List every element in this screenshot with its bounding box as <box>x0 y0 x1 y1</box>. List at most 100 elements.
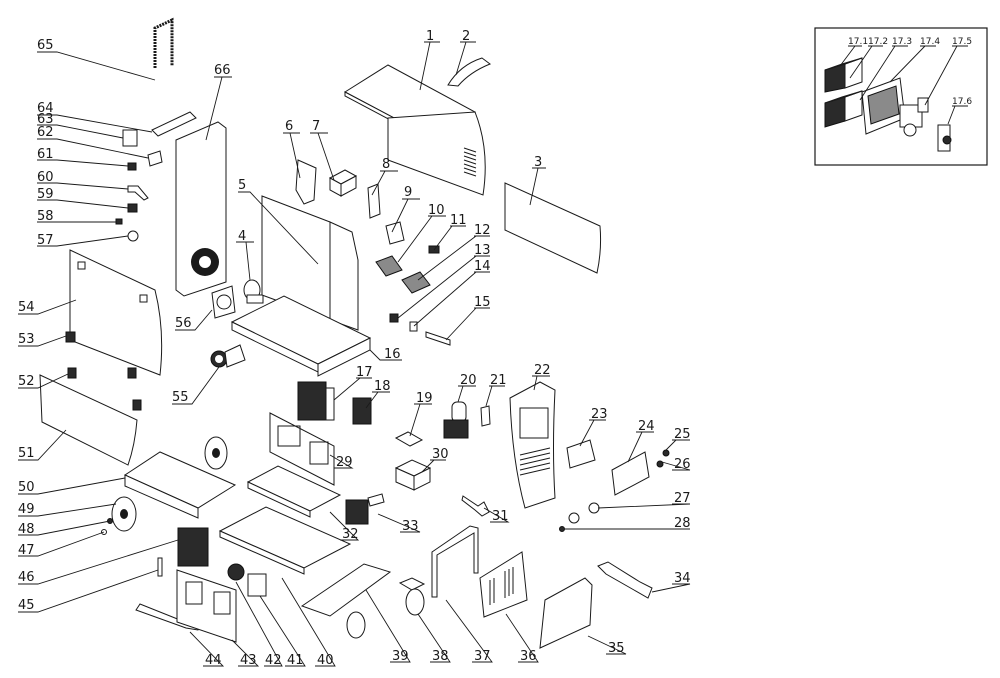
part-label: 7 <box>312 119 320 134</box>
wheel-49 <box>111 496 137 532</box>
part-label: 43 <box>240 653 257 668</box>
chain-bracket <box>151 111 197 137</box>
rear-plate <box>176 569 237 643</box>
part-labels: 65 64 63 62 61 60 59 58 57 66 54 53 52 5… <box>18 29 691 668</box>
part-label: 59 <box>37 187 54 202</box>
part-label: 55 <box>172 390 189 405</box>
inset-label: 17.3 <box>892 37 912 47</box>
middle-partition <box>261 195 359 331</box>
bracket-6 <box>295 159 317 205</box>
part-label: 63 <box>37 112 54 127</box>
latch-52b <box>127 367 137 379</box>
part-label: 19 <box>416 391 433 406</box>
part-label: 29 <box>336 455 353 470</box>
part-label: 57 <box>37 233 54 248</box>
spool-holder <box>210 344 246 368</box>
inset-plate <box>937 124 952 152</box>
bracket-clip <box>147 150 163 167</box>
part-label: 35 <box>608 641 625 656</box>
part-label: 41 <box>287 653 304 668</box>
fan-42 <box>227 563 245 581</box>
heatsink <box>177 527 209 567</box>
box-30 <box>394 459 432 491</box>
part-label: 15 <box>474 295 491 310</box>
part-label: 54 <box>18 300 35 315</box>
part-label: 28 <box>674 516 691 531</box>
part-label: 36 <box>520 649 537 664</box>
knob-26 <box>656 460 664 468</box>
gas-inlet <box>127 185 149 201</box>
part-label: 65 <box>37 38 54 53</box>
front-panel <box>509 381 556 509</box>
inset-relay <box>899 97 929 137</box>
front-bezel <box>539 577 593 649</box>
clip <box>127 162 137 171</box>
terminal-block <box>247 573 267 597</box>
connector-59 <box>127 203 138 213</box>
part-label: 31 <box>492 509 509 524</box>
inset-label: 17.1 <box>848 37 868 47</box>
frame-bracket <box>431 525 479 598</box>
side-panel-right <box>504 182 602 274</box>
main-transformer <box>297 381 335 421</box>
fan-guard <box>211 285 236 319</box>
tray <box>246 465 342 518</box>
part-label: 24 <box>638 419 655 434</box>
socket-28 <box>559 526 565 532</box>
cover-plate <box>394 431 424 447</box>
part-label: 18 <box>374 379 391 394</box>
part-label: 32 <box>342 527 359 542</box>
part-label: 33 <box>402 519 419 534</box>
handle <box>447 57 492 87</box>
part-label: 5 <box>238 178 246 193</box>
inset-heatsinks <box>824 57 863 128</box>
part-label: 45 <box>18 598 35 613</box>
caster-wheel <box>398 577 426 616</box>
switch-13 <box>389 313 399 323</box>
transformer-small <box>328 169 358 197</box>
part-label: 4 <box>238 229 246 244</box>
knob-25 <box>662 449 670 457</box>
part-label: 37 <box>474 649 491 664</box>
fan-motor <box>243 279 264 304</box>
part-label: 42 <box>265 653 282 668</box>
part-label: 46 <box>18 570 35 585</box>
part-label: 26 <box>674 457 691 472</box>
driver-pcb <box>401 271 431 294</box>
lower-side-panel <box>39 374 138 466</box>
rectifier-board <box>352 397 372 425</box>
display-board <box>566 439 596 469</box>
part-label: 48 <box>18 522 35 537</box>
part-label: 16 <box>384 347 401 362</box>
part-label: 9 <box>404 185 412 200</box>
part-label: 8 <box>382 157 390 172</box>
panel-plate <box>611 451 650 496</box>
part-label: 58 <box>37 209 54 224</box>
part-label: 40 <box>317 653 334 668</box>
part-label: 56 <box>175 316 192 331</box>
part-label: 12 <box>474 223 491 238</box>
part-label: 27 <box>674 491 691 506</box>
part-label: 10 <box>428 203 445 218</box>
pcb-board <box>385 221 405 245</box>
fitting <box>115 218 123 225</box>
reactor <box>345 493 385 525</box>
base-plate <box>230 295 372 377</box>
latch-52a <box>67 367 77 379</box>
part-label: 25 <box>674 427 691 442</box>
gas-valve <box>127 230 139 242</box>
top-cover <box>344 64 486 196</box>
chain <box>153 17 174 68</box>
part-label: 14 <box>474 259 491 274</box>
part-label: 30 <box>432 447 449 462</box>
inset-label: 17.2 <box>868 37 888 47</box>
latch-53 <box>65 331 76 343</box>
side-panel-left <box>69 249 163 376</box>
wheel-upper <box>204 436 228 470</box>
leader-lines <box>18 41 691 667</box>
mounting-plate <box>269 412 335 486</box>
rear-panel <box>175 121 227 297</box>
socket-27 <box>588 502 600 514</box>
part-label: 20 <box>460 373 477 388</box>
